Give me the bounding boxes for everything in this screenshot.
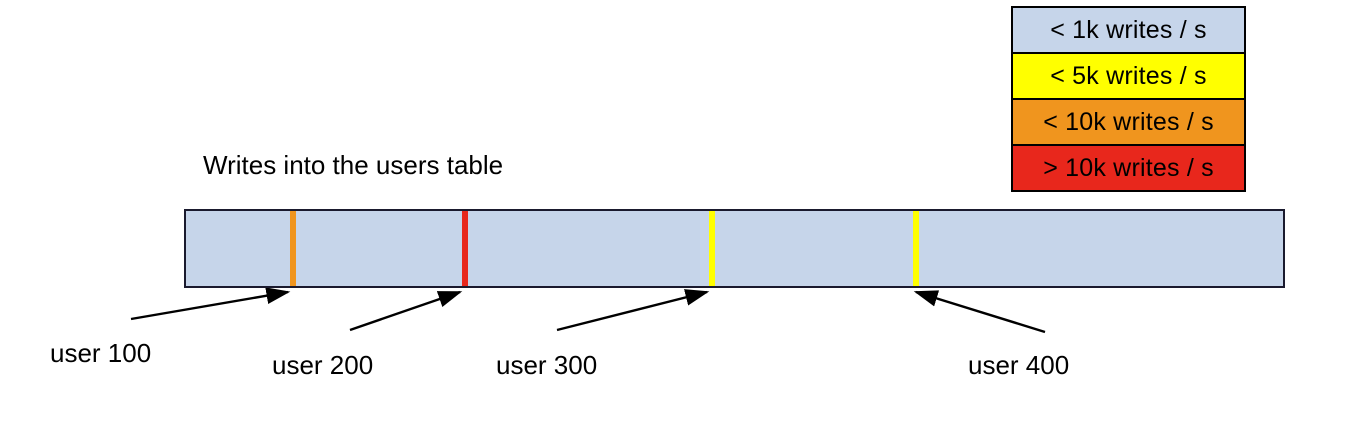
callout-arrow-user-300	[556, 289, 710, 332]
legend-row-3: > 10k writes / s	[1013, 146, 1244, 190]
bar-marker-user-100	[290, 211, 296, 286]
callout-arrow-user-200	[349, 290, 463, 332]
legend-label: < 10k writes / s	[1043, 107, 1214, 136]
callout-label-user-300: user 300	[496, 350, 598, 380]
callout-arrow-user-100	[130, 287, 291, 321]
legend-row-0: < 1k writes / s	[1013, 8, 1244, 54]
users-table-range-bar	[184, 209, 1285, 288]
callout-arrow-user-400	[913, 290, 1046, 334]
callout-arrows	[130, 287, 1046, 334]
bar-marker-user-200	[462, 211, 468, 286]
legend-label: < 5k writes / s	[1050, 61, 1207, 90]
callout-label-user-400: user 400	[968, 350, 1070, 380]
bar-marker-user-300	[709, 211, 715, 286]
legend-row-1: < 5k writes / s	[1013, 54, 1244, 100]
bar-marker-user-400	[913, 211, 919, 286]
legend-label: < 1k writes / s	[1050, 15, 1207, 44]
chart-title: Writes into the users table	[203, 150, 504, 180]
write-rate-legend: < 1k writes / s < 5k writes / s < 10k writ…	[1011, 6, 1246, 192]
legend-row-2: < 10k writes / s	[1013, 100, 1244, 146]
legend-label: > 10k writes / s	[1043, 153, 1214, 182]
callout-label-user-100: user 100	[50, 338, 152, 368]
callout-label-user-200: user 200	[272, 350, 374, 380]
